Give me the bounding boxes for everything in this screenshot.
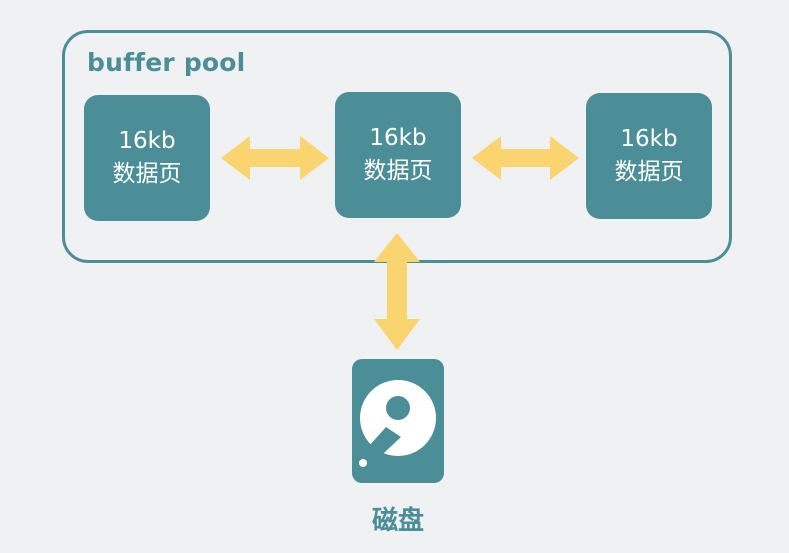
buffer-pool-title: buffer pool: [87, 48, 246, 77]
double-arrow-right: [472, 136, 579, 180]
double-arrow-left: [221, 136, 329, 180]
data-page-1: 16kb 数据页: [84, 95, 210, 221]
data-page-1-size: 16kb: [118, 128, 176, 154]
double-arrow-vertical: [374, 233, 420, 350]
data-page-3-size: 16kb: [620, 126, 678, 152]
data-page-1-label: 数据页: [112, 161, 182, 187]
data-page-3-label: 数据页: [614, 159, 684, 185]
data-page-3: 16kb 数据页: [586, 93, 712, 219]
data-page-2-size: 16kb: [369, 125, 427, 151]
data-page-2: 16kb 数据页: [335, 92, 461, 218]
hard-disk-icon: [352, 359, 444, 483]
data-page-2-label: 数据页: [363, 158, 433, 184]
disk-label: 磁盘: [371, 506, 424, 536]
